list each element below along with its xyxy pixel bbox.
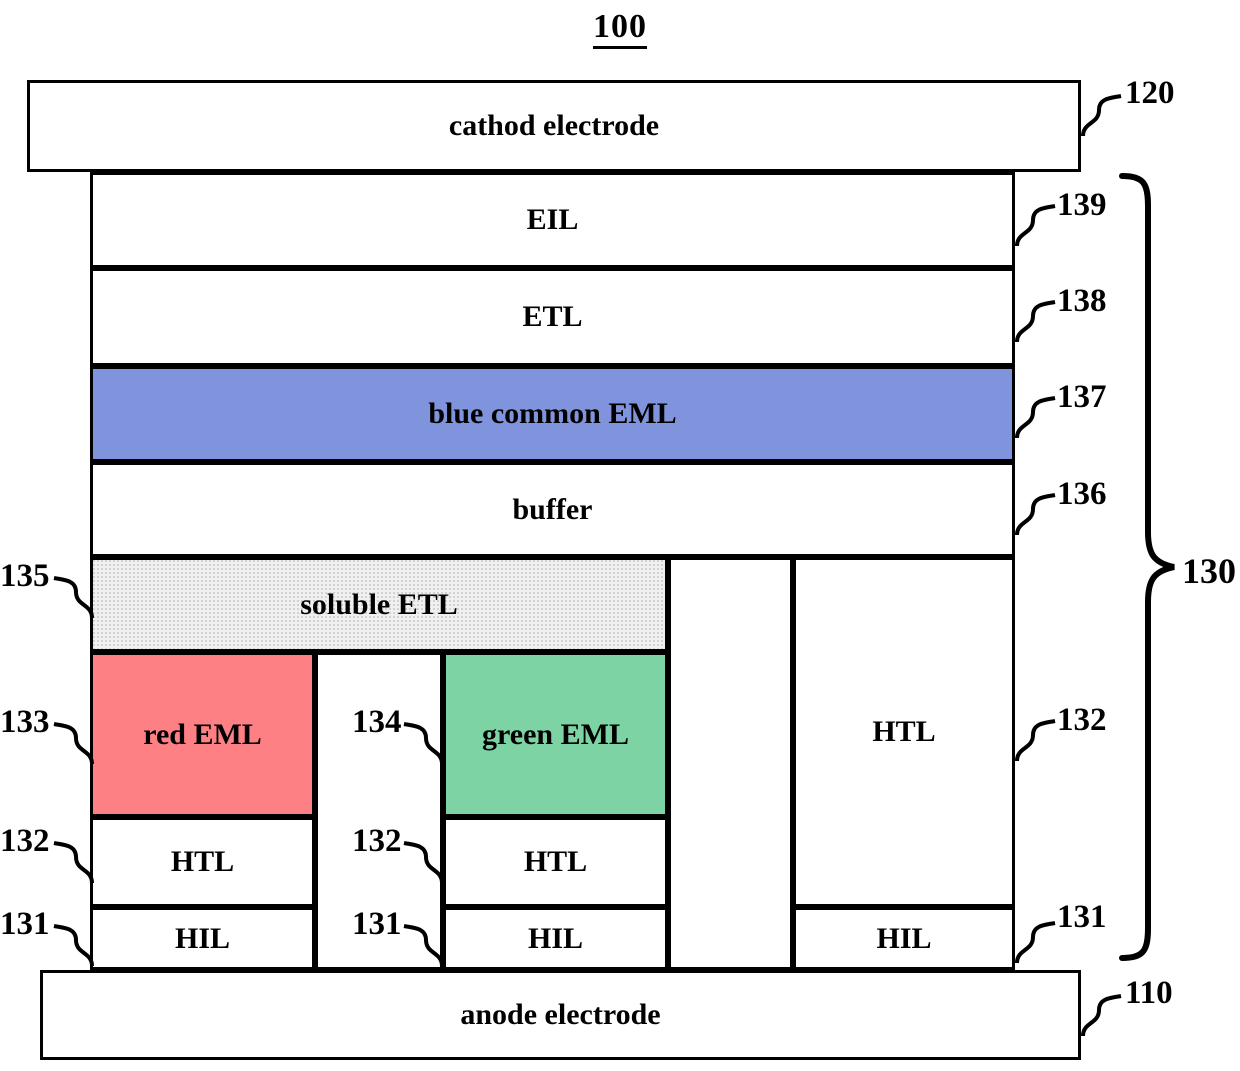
ref-135: 135 bbox=[0, 558, 50, 594]
layer-green-eml-label: green EML bbox=[482, 717, 629, 751]
leader-132-right bbox=[1015, 713, 1061, 765]
ref-130: 130 bbox=[1182, 551, 1236, 591]
layer-anode-electrode: anode electrode bbox=[40, 970, 1081, 1060]
brace-organic-stack bbox=[1118, 172, 1188, 962]
leader-135 bbox=[48, 570, 94, 622]
layer-green-hil: HIL bbox=[443, 907, 668, 970]
bank-region-red-green bbox=[315, 652, 443, 970]
layer-eil-label: EIL bbox=[526, 203, 579, 236]
layer-etl-label: ETL bbox=[522, 300, 583, 333]
ref-132-left: 132 bbox=[0, 823, 50, 859]
layer-buffer: buffer bbox=[90, 462, 1015, 557]
layer-anode-electrode-label: anode electrode bbox=[460, 998, 661, 1031]
layer-cathode-electrode: cathod electrode bbox=[27, 80, 1081, 172]
layer-red-eml: red EML bbox=[90, 652, 315, 817]
layer-soluble-etl: soluble ETL bbox=[90, 557, 668, 652]
layer-red-eml-label: red EML bbox=[143, 717, 262, 751]
leader-139 bbox=[1015, 198, 1061, 250]
ref-131-left: 131 bbox=[0, 906, 50, 942]
leader-136 bbox=[1015, 487, 1061, 539]
layer-blue-common-eml-label: blue common EML bbox=[428, 397, 677, 430]
layer-cathode-electrode-label: cathod electrode bbox=[448, 109, 660, 142]
layer-blue-hil-label: HIL bbox=[876, 921, 932, 955]
leader-120 bbox=[1081, 88, 1127, 140]
leader-110 bbox=[1081, 988, 1127, 1040]
layer-red-htl: HTL bbox=[90, 817, 315, 907]
layer-red-hil: HIL bbox=[90, 907, 315, 970]
ref-138: 138 bbox=[1057, 283, 1107, 319]
figure-number-text: 100 bbox=[593, 8, 647, 49]
layer-green-htl-label: HTL bbox=[523, 845, 588, 878]
ref-132-right: 132 bbox=[1057, 702, 1107, 738]
layer-eil: EIL bbox=[90, 172, 1015, 268]
layer-soluble-etl-label: soluble ETL bbox=[300, 587, 458, 621]
layer-blue-hil: HIL bbox=[793, 907, 1015, 970]
layer-blue-htl-label: HTL bbox=[872, 715, 936, 748]
ref-131-mid: 131 bbox=[352, 906, 402, 942]
leader-137 bbox=[1015, 390, 1061, 442]
layer-blue-htl: HTL bbox=[793, 557, 1015, 907]
ref-133: 133 bbox=[0, 704, 50, 740]
layer-green-eml: green EML bbox=[443, 652, 668, 817]
layer-green-htl: HTL bbox=[443, 817, 668, 907]
figure-number: 100 bbox=[0, 8, 1240, 49]
leader-138 bbox=[1015, 294, 1061, 346]
layer-etl: ETL bbox=[90, 268, 1015, 366]
ref-120: 120 bbox=[1125, 75, 1175, 111]
layer-red-htl-label: HTL bbox=[170, 845, 235, 878]
ref-139: 139 bbox=[1057, 187, 1107, 223]
ref-131-right: 131 bbox=[1057, 899, 1107, 935]
layer-red-hil-label: HIL bbox=[174, 921, 231, 955]
leader-131-left bbox=[48, 918, 94, 970]
ref-136: 136 bbox=[1057, 476, 1107, 512]
ref-110: 110 bbox=[1125, 975, 1173, 1011]
bank-region-green-blue bbox=[668, 557, 793, 970]
ref-134: 134 bbox=[352, 704, 402, 740]
layer-blue-common-eml: blue common EML bbox=[90, 366, 1015, 462]
layer-green-hil-label: HIL bbox=[527, 921, 584, 955]
leader-132-left bbox=[48, 835, 94, 887]
leader-133 bbox=[48, 716, 94, 768]
leader-131-right bbox=[1015, 915, 1061, 967]
ref-137: 137 bbox=[1057, 379, 1107, 415]
layer-buffer-label: buffer bbox=[512, 492, 593, 526]
ref-132-mid: 132 bbox=[352, 823, 402, 859]
